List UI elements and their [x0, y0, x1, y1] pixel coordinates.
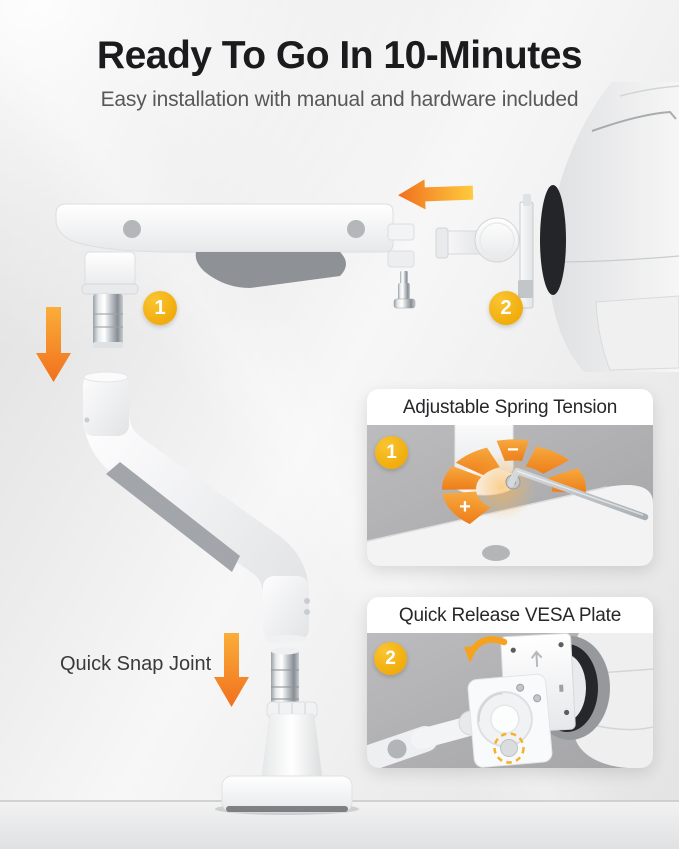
quick-snap-joint-label: Quick Snap Joint: [60, 653, 212, 675]
vesa-plate-assembly: [435, 194, 534, 309]
lower-arm-segment: [83, 371, 310, 643]
release-bracket: [467, 673, 553, 768]
mounting-screw: [393, 271, 416, 309]
panel-photo: + −: [367, 425, 653, 566]
spring-tension-illustration: + −: [367, 425, 653, 566]
base-assembly: [215, 647, 359, 815]
panel-title: Adjustable Spring Tension: [402, 397, 618, 418]
snap-pin: [93, 294, 123, 348]
panel-1-badge: 1: [375, 436, 408, 469]
panel-quick-release-vesa-plate: Quick Release VESA Plate: [367, 597, 653, 768]
base-cone: [261, 713, 323, 777]
pivot-screw: [123, 220, 141, 238]
pivot-screw: [347, 220, 365, 238]
snap-pin: [271, 647, 299, 708]
release-knob: [500, 739, 518, 757]
panel-photo: [367, 633, 653, 768]
left-arrow-icon: [398, 179, 474, 210]
plus-icon: +: [459, 496, 471, 518]
step-1-badge: 1: [143, 291, 177, 325]
up-arrow-icon: [530, 650, 543, 668]
header: Ready To Go In 10-Minutes Easy installat…: [0, 34, 679, 112]
page-subtitle: Easy installation with manual and hardwa…: [100, 88, 579, 111]
vesa-recess-ring: [540, 185, 566, 295]
panel-2-badge: 2: [374, 642, 407, 675]
step-2-badge: 2: [489, 291, 523, 325]
panel-adjustable-spring-tension: Adjustable Spring Tension: [367, 389, 653, 566]
tension-gauge-arc: [441, 439, 586, 525]
arm-base: [367, 485, 653, 566]
page-title: Ready To Go In 10-Minutes: [96, 34, 583, 77]
minus-icon: −: [507, 439, 519, 461]
down-arrow-icon: [214, 633, 249, 707]
quick-release-head: [474, 217, 520, 263]
highlight-dashed-circle: [493, 732, 525, 764]
vesa-plate-illustration: [367, 633, 653, 768]
upper-arm-segment: [55, 203, 416, 348]
monitor-back: [540, 82, 679, 372]
down-arrow-icon: [36, 307, 71, 382]
arm-accent-stripe: [106, 462, 240, 572]
panel-title: Quick Release VESA Plate: [398, 605, 622, 626]
rotate-arrow-icon: [464, 636, 508, 663]
arm-underside-blade: [195, 252, 346, 288]
